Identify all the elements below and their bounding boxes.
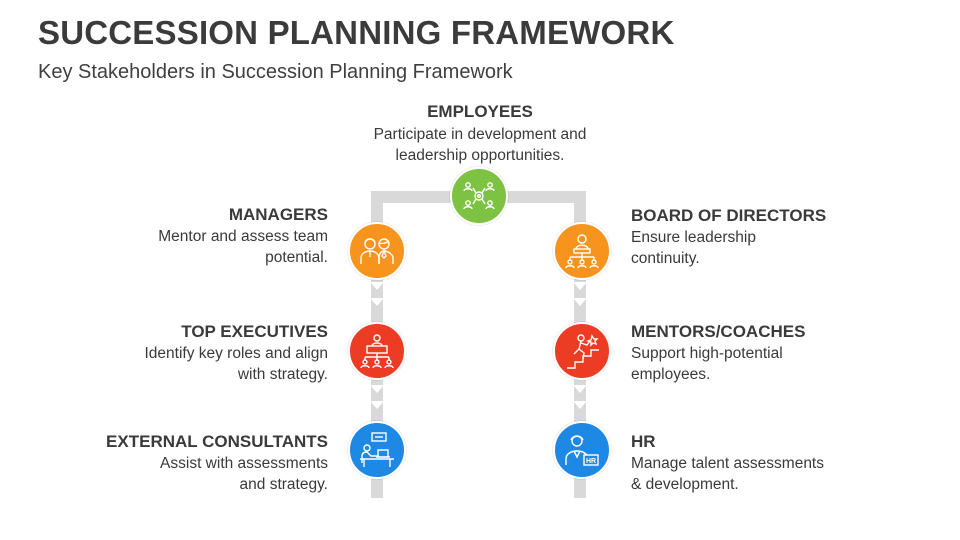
page-title: SUCCESSION PLANNING FRAMEWORK xyxy=(38,14,675,51)
consultant-desk-icon xyxy=(360,432,394,467)
board-hierarchy-icon xyxy=(565,234,599,269)
executives-block: TOP EXECUTIVES Identify key roles and al… xyxy=(80,321,328,385)
employees-description: Participate in development and leadershi… xyxy=(330,124,630,166)
consultants-heading: EXTERNAL CONSULTANTS xyxy=(106,432,328,451)
executives-circle xyxy=(348,322,406,380)
climbing-stairs-icon xyxy=(567,334,599,369)
hr-heading: HR xyxy=(631,432,656,451)
executives-desc-line-2: with strategy. xyxy=(237,366,328,383)
mentors-heading: MENTORS/COACHES xyxy=(631,322,806,341)
svg-text:HR: HR xyxy=(586,458,596,465)
board-desc-line-2: continuity. xyxy=(631,250,700,267)
employees-desc-line-1: Participate in development and xyxy=(373,126,587,143)
hr-desc-line-1: Manage talent assessments xyxy=(631,455,824,472)
hr-block: HR Manage talent assessments & developme… xyxy=(631,431,891,495)
board-circle xyxy=(553,222,611,280)
managers-description: Mentor and assess team potential. xyxy=(80,226,328,268)
managers-pair-icon xyxy=(360,238,394,264)
consultants-description: Assist with assessments and strategy. xyxy=(60,453,328,495)
executives-description: Identify key roles and align with strate… xyxy=(80,343,328,385)
managers-heading: MANAGERS xyxy=(228,205,328,224)
employees-block: EMPLOYEES Participate in development and… xyxy=(330,101,630,166)
consultants-desc-line-1: Assist with assessments xyxy=(160,455,328,472)
mentors-desc-line-1: Support high-potential xyxy=(631,345,783,362)
mentors-block: MENTORS/COACHES Support high-potential e… xyxy=(631,321,891,385)
connector-arrows xyxy=(370,282,587,409)
board-heading: BOARD OF DIRECTORS xyxy=(631,206,827,225)
managers-block: MANAGERS Mentor and assess team potentia… xyxy=(80,204,328,268)
board-desc-line-1: Ensure leadership xyxy=(631,229,756,246)
mentors-description: Support high-potential employees. xyxy=(631,343,891,385)
executives-heading: TOP EXECUTIVES xyxy=(181,322,328,341)
board-description: Ensure leadership continuity. xyxy=(631,227,891,269)
managers-desc-line-1: Mentor and assess team xyxy=(158,228,328,245)
mentors-circle xyxy=(553,322,611,380)
hr-description: Manage talent assessments & development. xyxy=(631,453,891,495)
managers-circle xyxy=(348,222,406,280)
connector-left xyxy=(371,191,586,498)
hr-circle: HR xyxy=(553,421,611,479)
executives-desc-line-1: Identify key roles and align xyxy=(144,345,328,362)
mentors-desc-line-2: employees. xyxy=(631,366,711,383)
managers-desc-line-2: potential. xyxy=(265,249,328,266)
employees-circle xyxy=(450,167,508,225)
employees-desc-line-2: leadership opportunities. xyxy=(395,147,565,164)
employees-heading: EMPLOYEES xyxy=(427,102,533,121)
consultants-desc-line-2: and strategy. xyxy=(239,476,328,493)
consultants-circle xyxy=(348,421,406,479)
hr-desc-line-2: & development. xyxy=(631,476,739,493)
executive-org-chart-icon xyxy=(360,334,394,369)
team-network-icon xyxy=(463,182,495,210)
board-block: BOARD OF DIRECTORS Ensure leadership con… xyxy=(631,205,891,269)
consultants-block: EXTERNAL CONSULTANTS Assist with assessm… xyxy=(60,431,328,495)
page-subtitle: Key Stakeholders in Succession Planning … xyxy=(38,61,513,83)
hr-person-icon: HR xyxy=(565,435,599,466)
